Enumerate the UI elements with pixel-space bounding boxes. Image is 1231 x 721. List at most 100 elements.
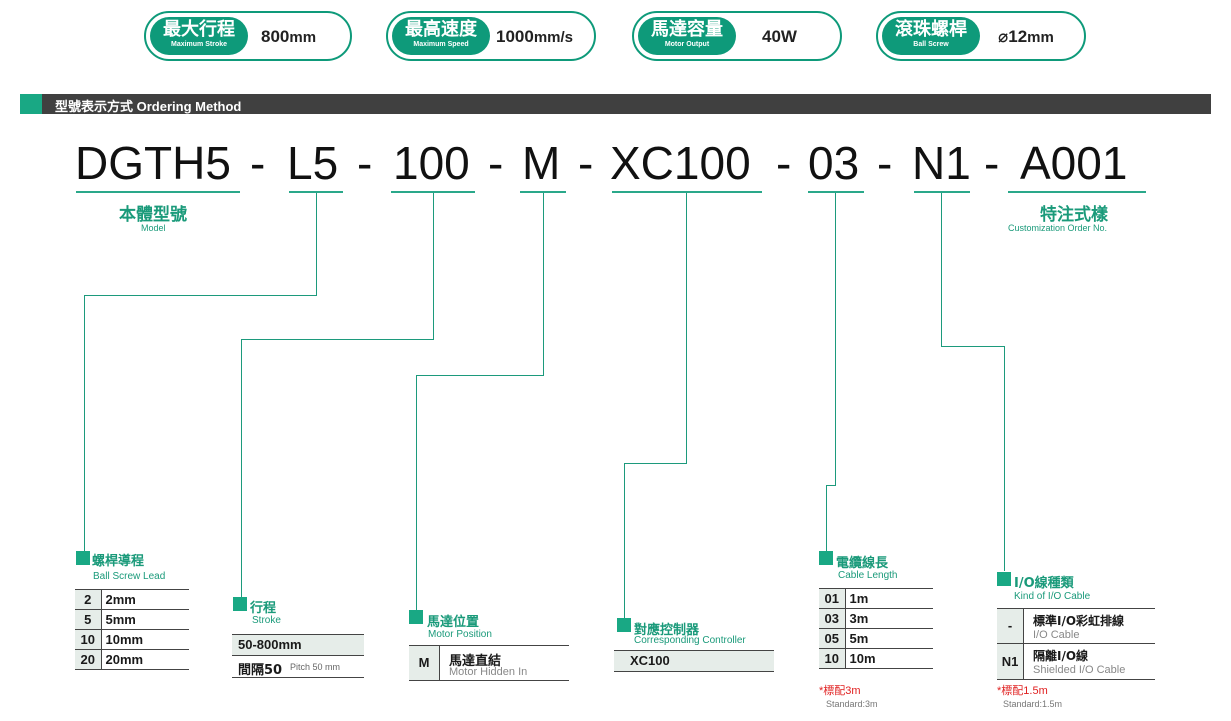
connector [84, 295, 85, 557]
underline [612, 191, 762, 193]
cable-title: 電纜線長 [836, 556, 889, 571]
cable-note: *標配3m [819, 685, 861, 697]
stroke-pitch-en: Pitch 50 mm [290, 662, 341, 672]
cable-code: 03 [819, 608, 846, 629]
spec-value: 1000mm/s [496, 27, 573, 47]
connector [433, 193, 434, 339]
spec-unit: mm/s [533, 29, 574, 46]
section-title: 型號表示方式 Ordering Method [55, 96, 241, 115]
connector [84, 295, 317, 296]
connector [624, 463, 625, 619]
underline [76, 191, 240, 193]
spec-number: 40W [762, 27, 797, 46]
connector [826, 485, 827, 553]
model-caption: 本體型號 [119, 205, 187, 225]
controller-title: 對應控制器 [634, 623, 700, 638]
connector [835, 193, 836, 485]
spec-pill-stroke: 最大行程 Maximum Stroke 800mm [144, 11, 352, 61]
code-sep: - [250, 137, 266, 189]
spec-label: 最高速度 [405, 19, 477, 40]
code-lead: L5 [287, 137, 339, 189]
spec-pill-speed: 最高速度 Maximum Speed 1000mm/s [386, 11, 596, 61]
code-sep: - [984, 137, 1000, 189]
spec-label-en: Maximum Stroke [170, 41, 228, 48]
cable-title-en: Cable Length [838, 570, 898, 581]
connector [686, 193, 687, 463]
spec-value: ⌀12mm [998, 27, 1054, 47]
cable-value: 5m [845, 628, 933, 649]
spec-tag: 馬達容量 Motor Output [638, 17, 736, 55]
spec-tag: 最高速度 Maximum Speed [392, 17, 490, 55]
underline [289, 191, 343, 193]
connector [624, 463, 687, 464]
spec-label: 滾珠螺桿 [895, 19, 967, 40]
lead-code: 20 [75, 649, 102, 670]
spec-label: 最大行程 [163, 19, 235, 40]
lead-value: 2mm [101, 589, 189, 610]
controller-marker [617, 618, 631, 632]
stroke-range-row: 50-800mm [232, 634, 364, 656]
connector [416, 375, 544, 376]
io-row: N1 隔離I/O線 Shielded I/O Cable [997, 644, 1155, 680]
section-header: 型號表示方式 Ordering Method [20, 94, 1211, 115]
connector [416, 375, 417, 611]
motor-row: M 馬達直結 Motor Hidden In [409, 645, 569, 681]
code-sep: - [488, 137, 504, 189]
io-title: I/O線種類 [1014, 576, 1074, 591]
controller-row: XC100 [614, 650, 774, 672]
custom-caption: 特注式樣 [1040, 205, 1108, 225]
controller-title-en: Corresponding Controller [634, 635, 746, 646]
lead-title-en: Ball Screw Lead [93, 571, 166, 582]
code-controller: XC100 [610, 137, 751, 189]
cable-code: 01 [819, 588, 846, 609]
lead-marker [76, 551, 90, 565]
code-model: DGTH5 [75, 137, 231, 189]
motor-marker [409, 610, 423, 624]
code-sep: - [877, 137, 893, 189]
stroke-marker [233, 597, 247, 611]
stroke-range: 50-800mm [238, 637, 302, 652]
motor-title: 馬達位置 [427, 615, 480, 630]
io-marker [997, 572, 1011, 586]
code-sep: - [357, 137, 373, 189]
underline [914, 191, 970, 193]
spec-unit: mm [1027, 29, 1054, 46]
spec-tag: 滾珠螺桿 Ball Screw [882, 17, 980, 55]
spec-label: 馬達容量 [651, 19, 723, 40]
cable-code: 10 [819, 648, 846, 669]
underline [808, 191, 864, 193]
io-note: *標配1.5m [997, 685, 1048, 697]
cable-note-en: Standard:3m [826, 699, 878, 709]
motor-code: M [409, 646, 440, 680]
code-custom: A001 [1020, 137, 1128, 189]
stroke-title: 行程 [250, 601, 277, 616]
code-cable: 03 [808, 137, 860, 189]
connector [941, 193, 942, 346]
cable-value: 10m [845, 648, 933, 669]
lead-value: 20mm [101, 649, 189, 670]
spec-label-en: Ball Screw [913, 41, 949, 48]
spec-number: 1000 [496, 27, 534, 46]
io-note-en: Standard:1.5m [1003, 699, 1063, 709]
stroke-pitch: 間隔50 [238, 663, 283, 678]
spec-number: ⌀12 [998, 27, 1028, 46]
io-code: N1 [997, 644, 1024, 679]
cable-marker [819, 551, 833, 565]
io-title-en: Kind of I/O Cable [1014, 591, 1091, 602]
lead-value: 5mm [101, 609, 189, 630]
model-caption-en: Model [141, 223, 166, 233]
spec-label-en: Motor Output [664, 41, 710, 48]
connector [941, 346, 1004, 347]
lead-value: 10mm [101, 629, 189, 650]
cable-value: 1m [845, 588, 933, 609]
io-code: - [997, 609, 1024, 643]
section-title-en: Ordering Method [136, 99, 242, 114]
section-marker [20, 94, 42, 114]
spec-unit: mm [289, 29, 317, 46]
